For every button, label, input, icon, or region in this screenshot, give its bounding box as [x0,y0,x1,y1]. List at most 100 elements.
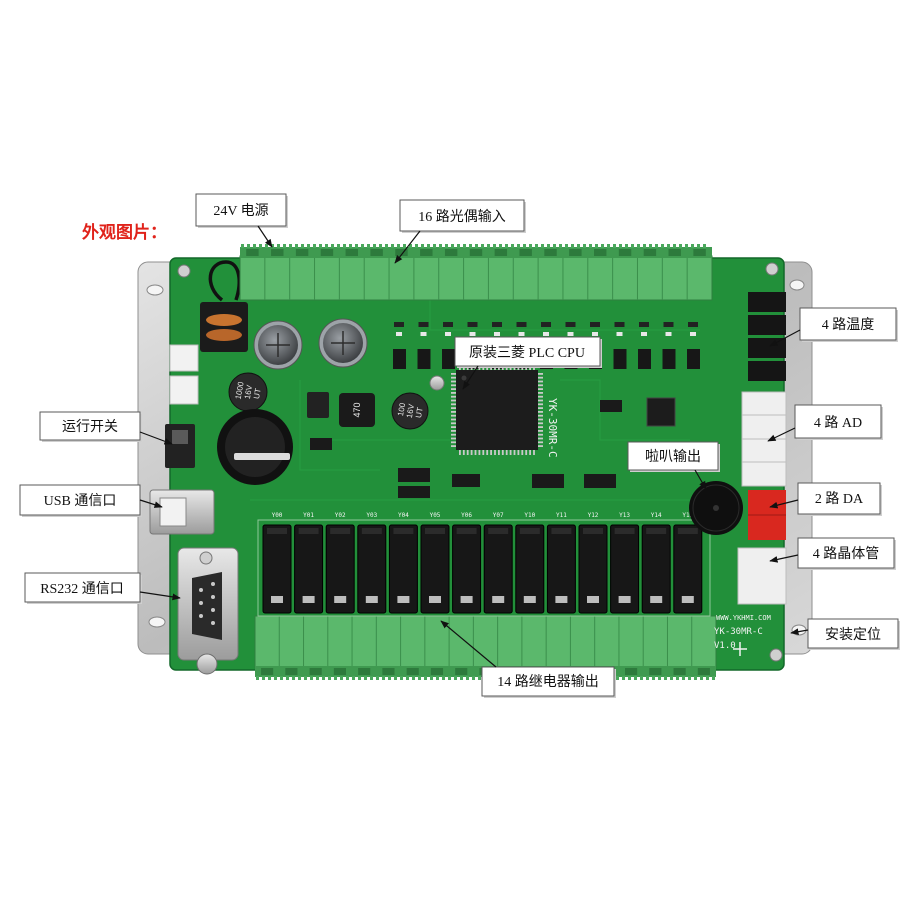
output-terminal-tooth [334,676,337,680]
temperature-connector [748,315,786,335]
battery-clip [234,453,290,460]
buzzer-hole [713,505,719,511]
input-terminal-screw-slot [643,249,657,256]
input-terminal-tooth [427,244,430,248]
board-website: WWW.YKHMI.COM [716,614,771,622]
output-terminal-tooth [694,676,697,680]
callout-arrow [394,230,421,264]
capacitor-marking: 1000 [234,380,246,400]
input-terminal-tooth [523,244,526,248]
output-terminal-tooth [424,676,427,680]
output-terminal-tooth [676,676,679,680]
callout-box [195,193,287,227]
db9-screw [199,551,213,565]
callout-label: USB 通信口 [44,493,117,509]
relay-area-outline [257,519,711,617]
relay-sheen [519,528,540,534]
output-terminal-tooth [466,676,469,680]
output-terminal-tooth [382,676,385,680]
input-terminal-tooth [511,244,514,248]
input-terminal-tooth [451,244,454,248]
db9-pin [211,595,215,599]
input-resistor [516,322,527,327]
input-terminal-tooth [379,244,382,248]
output-terminal-tooth [298,676,301,680]
optocoupler [687,349,700,369]
callout-box [24,572,141,603]
cpu-pin [451,399,457,402]
bracket-slot-top-left [146,284,164,296]
output-terminal-tooth [706,676,709,680]
output-terminal-tooth [280,676,283,680]
trace [429,300,700,331]
choke-coil [206,329,242,341]
input-terminal-tooth [445,244,448,248]
input-terminal-tooth [253,244,256,248]
cpu-pin [517,449,520,455]
callout-arrow [139,499,163,508]
input-terminal-tooth [541,244,544,248]
input-terminal-tooth [397,244,400,248]
relay [673,524,703,614]
cpu-pin [486,449,489,455]
input-resistor [639,322,649,327]
output-terminal-tooth [460,676,463,680]
crystal-can [429,375,445,391]
output-terminal-tooth [370,676,373,680]
callout-label: 运行开关 [62,419,118,435]
cpu-pin [459,449,461,455]
cpu-pin [494,449,496,455]
input-terminal-screw-slot [420,249,433,256]
cpu-pin [537,384,543,387]
input-terminal-screw-slot [444,249,458,256]
ic-chip [310,438,332,450]
relay-cert-mark [271,596,283,603]
callout-box [799,307,897,341]
cpu-pin [478,449,481,455]
relay-cert-mark [334,596,347,603]
output-terminal-tooth [412,676,415,680]
cpu-pin [451,373,457,375]
run-switch [165,424,195,468]
capacitor-marking: UT [414,407,425,419]
input-terminal-tooth [259,244,262,248]
cpu-pin [537,422,543,425]
ic-chip [452,474,480,487]
ad-connectors [741,391,787,487]
output-terminal-tooth [358,676,361,680]
cpu-pin [474,449,477,455]
input-terminal-body [239,255,713,301]
input-resistor [418,322,429,327]
relay-cert-mark [555,596,568,603]
output-terminal-tooth [442,676,445,680]
input-terminal-tooth [559,244,562,248]
cpu-pin [525,449,528,455]
relay [515,524,545,614]
output-terminal-tooth [256,676,259,680]
relay [641,524,671,614]
input-terminal-tooth [307,244,310,248]
input-terminal-tooth [631,244,634,248]
cpu-pin [451,384,457,387]
da-connectors [748,490,786,540]
buzzer [689,481,743,535]
output-terminal-tooth [328,676,331,680]
input-terminal-tooth [661,244,664,248]
input-terminal-tooth [439,244,442,248]
relay-sheen [646,528,667,534]
relay-cert-mark [429,596,441,603]
cpu-pin [533,449,535,455]
output-terminal-tooth [376,676,379,680]
callout-arrow [769,554,799,563]
db9-socket [192,572,222,640]
board-logo-icon [733,642,747,656]
capacitor-1000uf: 1000 16V UT [228,372,268,412]
input-terminal-tooth [613,244,616,248]
relay-label: Y04 [398,512,409,519]
ic-chip [398,468,430,482]
cpu-pin [537,430,543,432]
run-switch-lever [172,430,188,444]
output-terminal-screw-slot [406,668,419,675]
output-terminal-screw-slot [309,668,322,675]
output-terminal-tooth [388,676,391,680]
